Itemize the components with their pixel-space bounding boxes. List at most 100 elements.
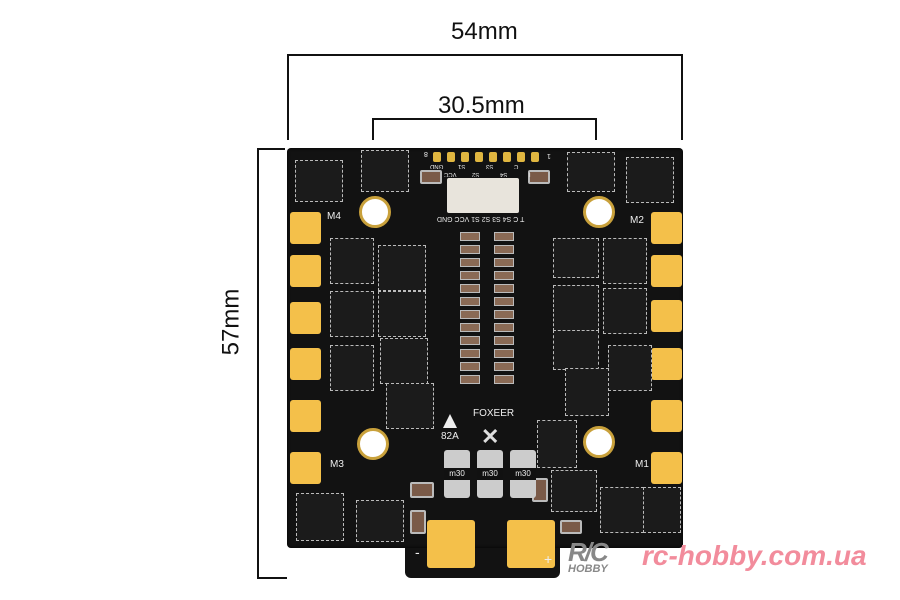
resistor [494,323,514,332]
motor-label-m4: M4 [327,211,341,222]
resistor [494,271,514,280]
resistor [494,336,514,345]
motor-label-m3: M3 [330,459,344,470]
resistor [460,336,480,345]
resistor [494,349,514,358]
mosfet [330,345,374,391]
connector-pin-label: S4 [500,171,508,177]
motor-pad [290,212,321,244]
power-plus-label: + [544,551,553,567]
mosfet [551,470,597,512]
motor-pad [651,255,682,287]
resistor [460,375,480,384]
mosfet [603,238,647,284]
pin-number-8: 8 [424,150,428,157]
mosfet [330,291,374,337]
connector-pin-pad [461,152,469,162]
connector-pin-pad [531,152,539,162]
current-rating: 82A [441,431,459,442]
inductor: m30 [510,450,536,498]
mosfet [567,152,615,192]
capacitor [420,170,442,184]
resistor [460,362,480,371]
mosfet [553,330,599,370]
power-minus-label: - [415,544,420,560]
connector-label-bottom: T C S4 S3 S2 S1 VCC GND [437,215,525,222]
motor-pad [290,255,321,287]
mosfet [537,420,577,468]
mosfet [330,238,374,284]
motor-label-m1: M1 [635,459,649,470]
mosfet [626,157,674,203]
capacitor [560,520,582,534]
mosfet [553,285,599,331]
width-dimension-line [287,54,682,56]
resistor [460,297,480,306]
mounting-hole [359,196,391,228]
motor-pad [651,452,682,484]
mosfet [386,383,434,429]
mount-dimension-tick-left [372,118,374,140]
mosfet [296,493,344,541]
motor-pad [651,212,682,244]
resistor [494,258,514,267]
connector-pin-pad [517,152,525,162]
connector-pin-label: GND [430,163,444,169]
height-dimension-tick-bottom [257,577,287,579]
mounting-hole [583,196,615,228]
connector-pin-label: C [514,163,519,169]
resistor [494,362,514,371]
motor-pad [651,348,682,380]
jst-connector [447,178,519,213]
height-dimension-line [257,148,259,578]
connector-pin-label: S2 [472,171,480,177]
resistor [494,310,514,319]
resistor [460,349,480,358]
watermark-site: rc-hobby.com.ua [642,540,867,571]
mosfet [295,160,343,202]
connector-pin-pad [433,152,441,162]
mount-dimension-label: 30.5mm [438,92,525,119]
capacitor [410,482,434,498]
foxeer-logo-icon: ✕ [481,424,500,449]
mosfet [378,245,426,291]
mosfet [380,338,428,384]
mosfet [643,487,681,533]
mounting-hole [357,428,389,460]
capacitor [410,510,426,534]
mosfet [553,238,599,278]
battery-pad [507,520,555,568]
motor-pad [290,348,321,380]
motor-label-m2: M2 [630,215,644,226]
motor-pad [290,400,321,432]
width-dimension-tick-left [287,54,289,140]
resistor [460,232,480,241]
connector-pin-label: S3 [486,163,494,169]
motor-pad [651,400,682,432]
mosfet [565,368,609,416]
capacitor [528,170,550,184]
inductor: m30 [477,450,503,498]
height-dimension-label: 57mm [217,288,245,356]
resistor [460,323,480,332]
resistor [460,284,480,293]
connector-pin-label: S1 [458,163,466,169]
motor-pad [651,300,682,332]
resistor [494,375,514,384]
connector-pin-label: VCC [444,171,457,177]
battery-pad [427,520,475,568]
resistor [494,232,514,241]
resistor [494,284,514,293]
mosfet [600,487,644,533]
inductor: m30 [444,450,470,498]
connector-pin-label: T [528,171,532,177]
arrow-icon [443,414,457,428]
resistor [494,245,514,254]
resistor [460,271,480,280]
connector-pin-pad [503,152,511,162]
mount-dimension-tick-right [595,118,597,140]
width-dimension-tick-right [681,54,683,140]
motor-pad [290,302,321,334]
mosfet [603,288,647,334]
